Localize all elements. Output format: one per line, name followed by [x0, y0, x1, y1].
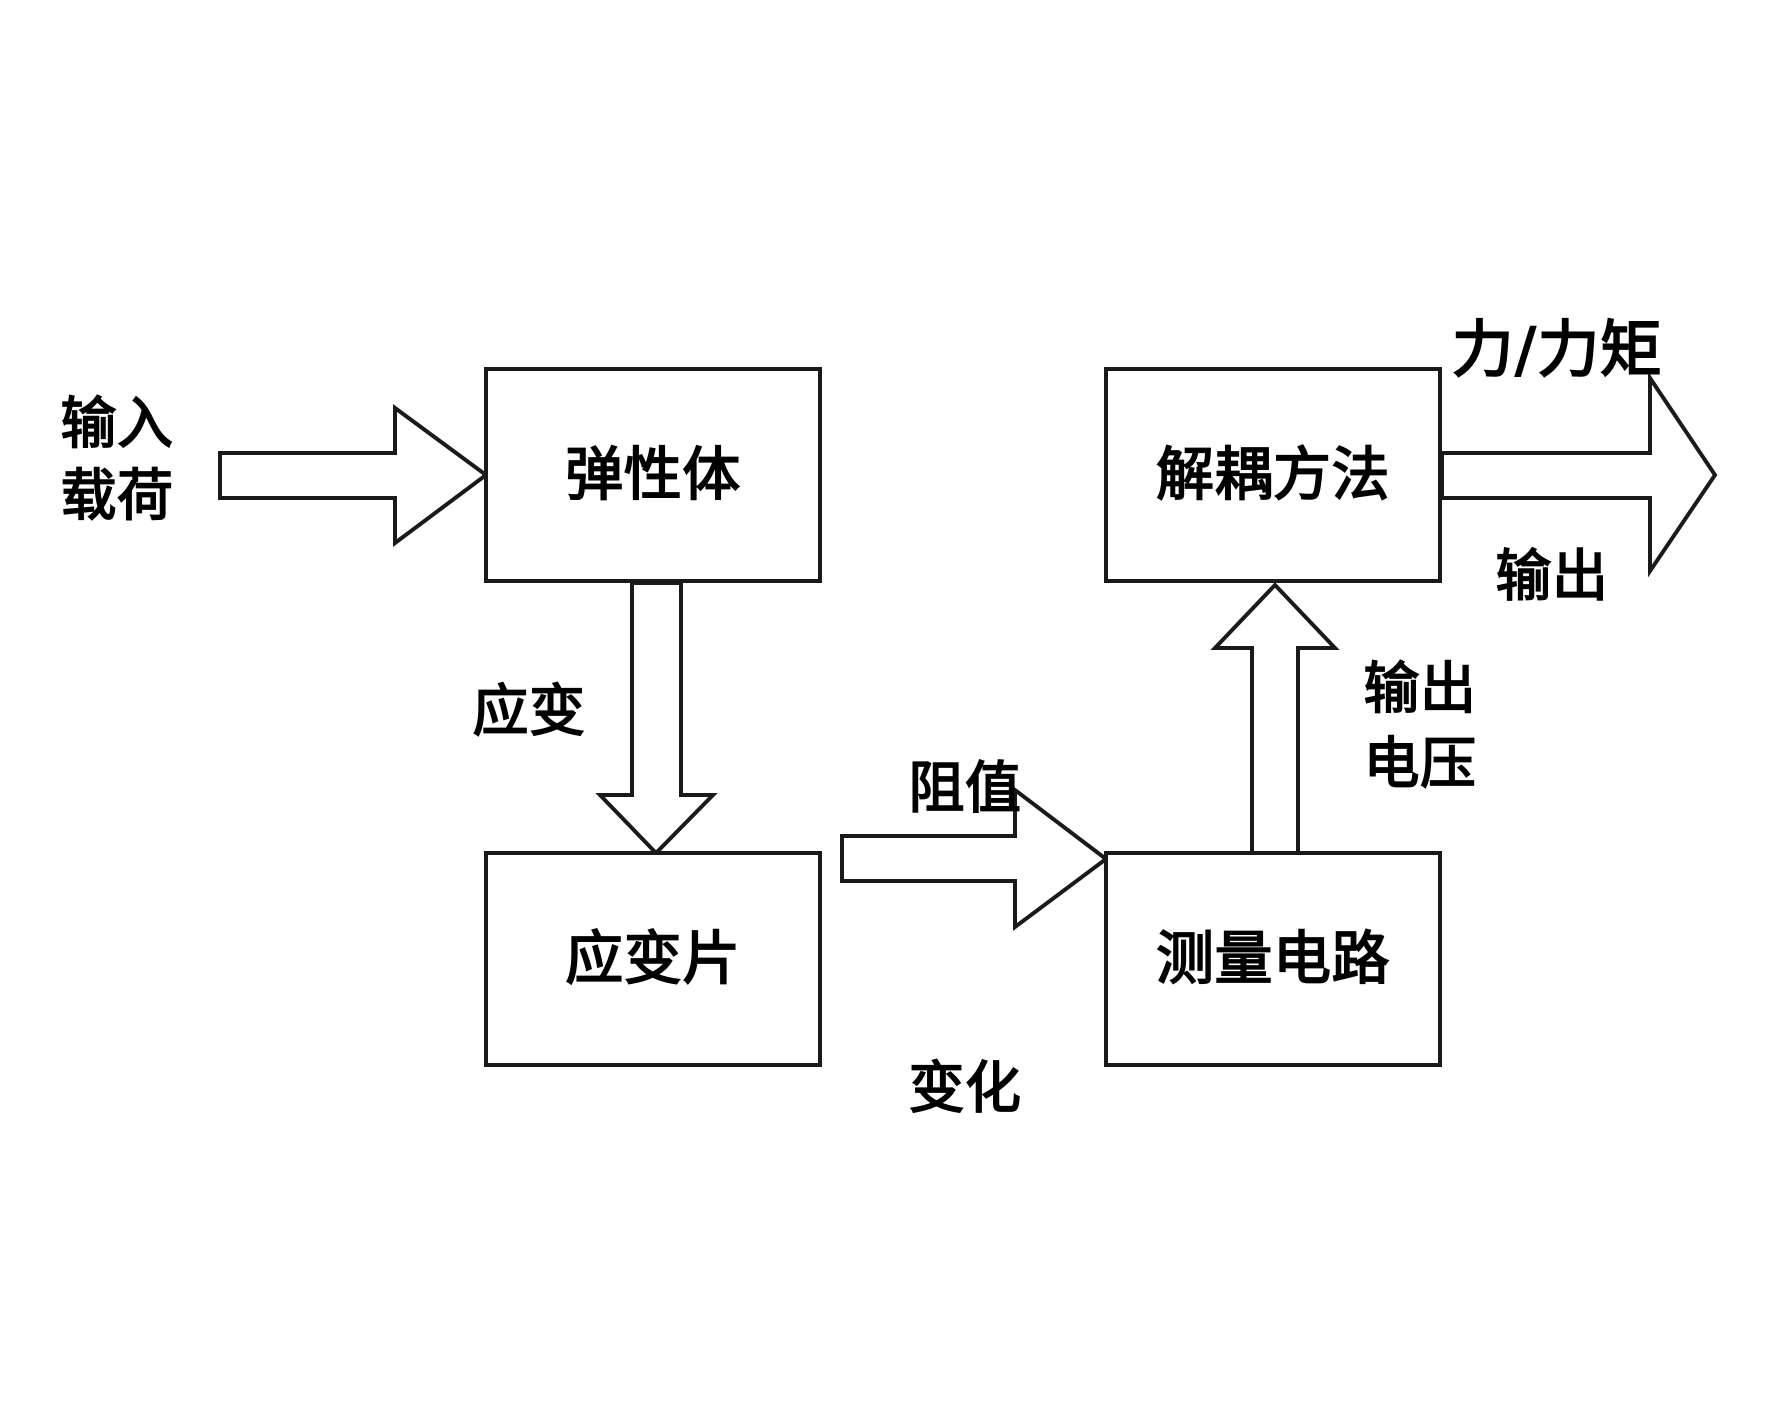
edge-label-input-load-line1: 输入	[60, 391, 174, 457]
node-box-decoupling-method[interactable]	[1104, 367, 1442, 583]
edge-label-force-torque: 力/力矩	[1451, 313, 1663, 387]
arrow-strain-gauge-to-measuring-circuit	[840, 785, 1110, 931]
edge-label-input-load-line2: 载荷	[60, 463, 174, 529]
edge-label-output: 输出	[1495, 544, 1609, 610]
node-label-elastic-body: 弹性体	[565, 440, 741, 509]
edge-label-output-voltage-line2: 电压	[1363, 731, 1477, 797]
edge-label-change: 变化	[908, 1056, 1022, 1122]
node-label-measuring-circuit: 测量电路	[1155, 924, 1391, 993]
arrow-elastic-body-to-strain-gauge	[595, 581, 718, 856]
edge-label-output-voltage-line1: 输出	[1363, 656, 1477, 722]
edge-label-resistance-value: 阻值	[908, 756, 1022, 822]
edge-label-strain: 应变	[472, 679, 586, 745]
arrow-decoupling-method-to-output	[1440, 371, 1718, 578]
node-label-decoupling-method: 解耦方法	[1155, 440, 1391, 509]
node-label-strain-gauge: 应变片	[565, 924, 741, 993]
node-box-elastic-body[interactable]	[484, 367, 822, 583]
node-box-measuring-circuit[interactable]	[1104, 851, 1442, 1067]
arrow-measuring-circuit-to-decoupling-method	[1210, 582, 1340, 855]
arrow-input-to-elastic-body	[218, 404, 490, 547]
node-box-strain-gauge[interactable]	[484, 851, 822, 1067]
